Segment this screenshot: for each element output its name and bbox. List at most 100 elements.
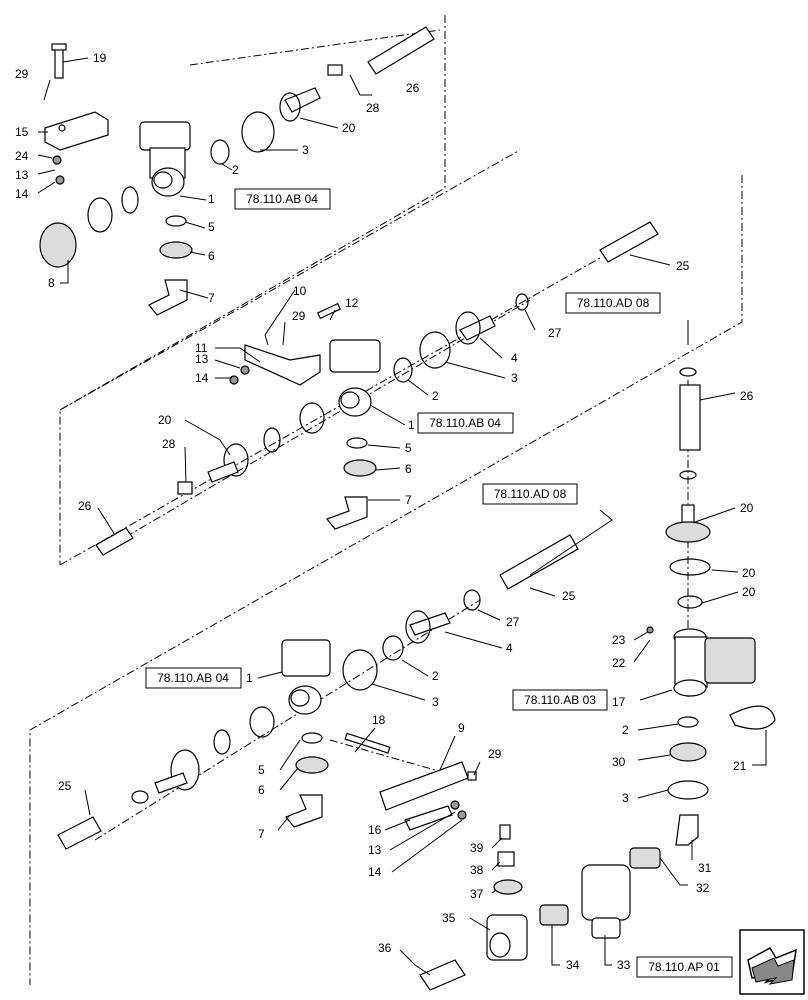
callout-2-right: 2 (622, 723, 629, 737)
hose-26-right (679, 384, 701, 451)
valve-motor-1-low (281, 639, 331, 677)
callout-31: 31 (698, 861, 712, 875)
callout-29-top: 29 (15, 67, 29, 81)
clamp-6-mid (343, 459, 377, 477)
callout-32: 32 (696, 881, 710, 895)
svg-text:78.110.AD 08: 78.110.AD 08 (577, 296, 650, 310)
svg-text:78.110.AB 03: 78.110.AB 03 (524, 693, 596, 707)
lower-assembly (57, 534, 661, 991)
top-assembly (39, 26, 435, 316)
callout-14-top: 14 (15, 187, 29, 201)
callout-2-mid: 2 (432, 389, 439, 403)
hose-26-mid (95, 527, 134, 556)
clamp-3 (241, 111, 275, 153)
callout-39: 39 (470, 841, 484, 855)
ref-box-ad08-right[interactable]: 78.110.AD 08 (565, 292, 661, 314)
ref-box-ad08-low[interactable]: 78.110.AD 08 (482, 483, 578, 505)
washer-13-mid (240, 365, 250, 375)
svg-text:78.110.AB 04: 78.110.AB 04 (157, 671, 229, 685)
ref-box-ab04-mid[interactable]: 78.110.AB 04 (417, 412, 514, 434)
callout-9: 9 (458, 721, 465, 735)
o-ring-5 (165, 215, 187, 227)
callout-15-top: 15 (15, 125, 29, 139)
washer-13 (52, 155, 62, 165)
ref-box-ab04-low[interactable]: 78.110.AB 04 (145, 667, 242, 689)
clip-27 (515, 293, 529, 311)
callout-20-r3: 20 (742, 585, 756, 599)
elbow-36 (419, 959, 466, 991)
callout-2-top: 2 (232, 163, 239, 177)
clip-27-low (463, 589, 481, 611)
callout-26-mid: 26 (78, 499, 92, 513)
valve-motor-17 (704, 637, 756, 684)
nut-14-mid (229, 375, 239, 385)
screw-23 (646, 626, 654, 634)
nut-14 (55, 175, 65, 185)
reducer-37 (493, 879, 523, 895)
callout-8-top: 8 (48, 276, 55, 290)
callout-28-mid: 28 (162, 437, 176, 451)
hose-25-low (499, 534, 579, 590)
ref-box-ab04-top[interactable]: 78.110.AB 04 (234, 188, 331, 210)
elbow-7-low (285, 794, 323, 828)
callout-37: 37 (470, 887, 484, 901)
clamp-6-low (295, 756, 329, 774)
hose-25 (599, 221, 659, 263)
washer-13-low (450, 800, 460, 810)
callout-12-mid: 12 (345, 296, 359, 310)
callout-29-mid: 29 (292, 309, 306, 323)
screw-29-low (467, 771, 477, 781)
ref-box-ab03[interactable]: 78.110.AB 03 (512, 689, 608, 711)
fitting-20-mid (223, 443, 249, 477)
callout-38: 38 (470, 863, 484, 877)
callout-20-r1: 20 (740, 501, 754, 515)
callout-25-mid: 25 (676, 259, 690, 273)
fitting-32 (629, 847, 661, 869)
nut-14-low (457, 810, 467, 820)
right-assembly (646, 367, 776, 846)
callout-4-low: 4 (506, 641, 513, 655)
elbow-7 (148, 279, 188, 316)
callout-25-low: 25 (562, 589, 576, 603)
callout-3-top: 3 (302, 143, 309, 157)
callout-6-low: 6 (258, 783, 265, 797)
reference-boxes: 78.110.AB 04 78.110.AB 04 78.110.AD 08 7… (145, 188, 733, 978)
bracket-10 (244, 344, 321, 386)
callout-5-mid: 5 (405, 441, 412, 455)
callout-22: 22 (612, 656, 626, 670)
callout-18: 18 (372, 713, 386, 727)
o-ring-2-low (382, 635, 404, 661)
o-ring-2-mid (393, 357, 413, 383)
bolt-18 (344, 732, 391, 754)
callout-14-low: 14 (368, 865, 382, 879)
next-page-arrow-icon[interactable] (739, 929, 805, 995)
clip-28 (327, 64, 343, 76)
callout-20-r2: 20 (742, 566, 756, 580)
svg-text:78.110.AP 01: 78.110.AP 01 (648, 960, 720, 974)
callout-23: 23 (612, 633, 626, 647)
callout-35: 35 (442, 911, 456, 925)
callout-20-mid: 20 (158, 413, 172, 427)
callout-34: 34 (566, 958, 580, 972)
svg-text:78.110.AD 08: 78.110.AD 08 (494, 487, 567, 501)
clamp-3-right (667, 780, 709, 800)
plug-38 (497, 851, 515, 867)
svg-text:78.110.AB 04: 78.110.AB 04 (429, 416, 501, 430)
bolt-12 (316, 302, 342, 320)
bolt-19 (54, 47, 64, 79)
callout-6-top: 6 (208, 249, 215, 263)
callout-25-left: 25 (58, 779, 72, 793)
callout-28-top: 28 (366, 101, 380, 115)
callout-7-top: 7 (208, 291, 215, 305)
callout-11-mid: 11 (195, 341, 208, 355)
fitting-34 (539, 904, 569, 926)
callout-3-mid: 3 (511, 371, 518, 385)
hose-26 (367, 26, 435, 75)
callout-21: 21 (733, 759, 747, 773)
clamp-3-mid (419, 331, 451, 369)
callout-3-low: 3 (432, 695, 439, 709)
callout-4-mid: 4 (511, 351, 518, 365)
valve-motor-1-mid (329, 339, 381, 373)
ref-box-ap01[interactable]: 78.110.AP 01 (636, 956, 733, 978)
leader-lines (37, 57, 767, 976)
